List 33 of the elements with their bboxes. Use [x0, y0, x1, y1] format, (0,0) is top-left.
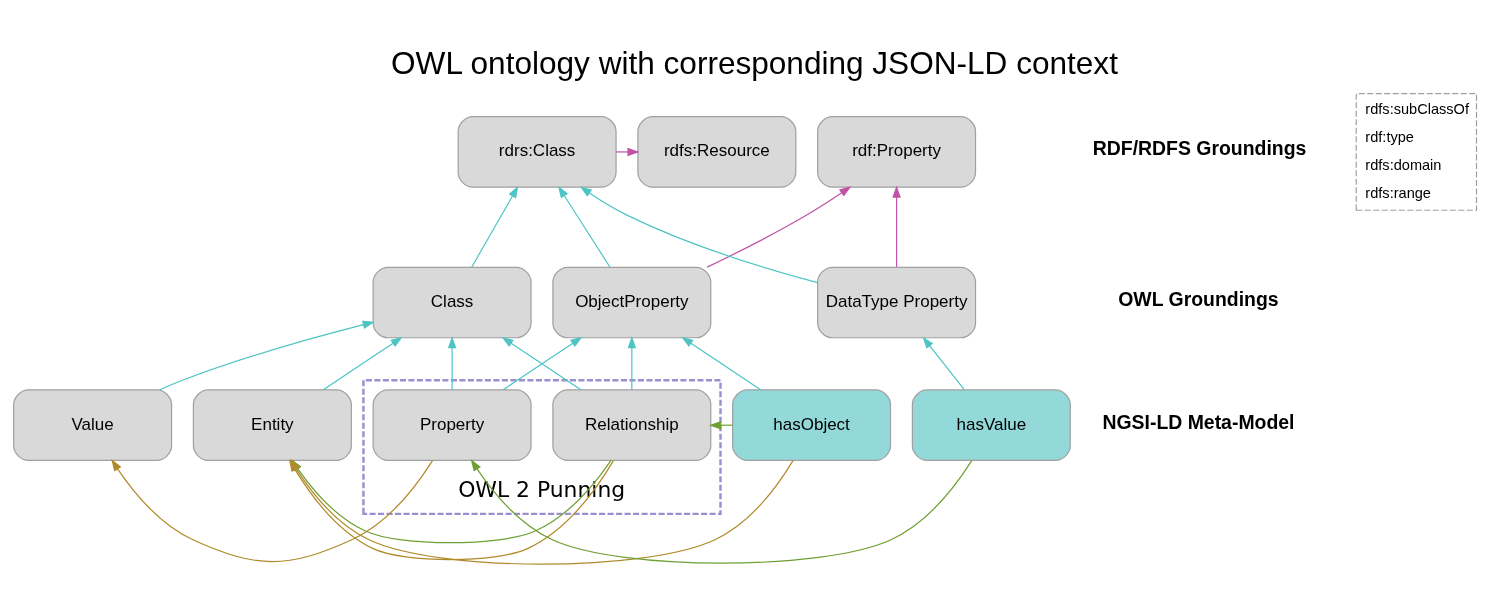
node-box: rdf:Property	[817, 115, 977, 188]
arrow	[557, 185, 611, 268]
label: NGSI-LD Meta-Model	[1102, 410, 1295, 433]
legend-label: rdfs:subClassOf	[1365, 100, 1469, 117]
arrow	[158, 320, 375, 391]
node-box: rdrs:Class	[457, 115, 617, 188]
arrow	[322, 336, 403, 390]
arrow	[627, 335, 637, 390]
diagram-title: OWL ontology with corresponding JSON-LD context	[391, 44, 1118, 81]
node-box: Property	[372, 388, 532, 461]
node-box: hasValue	[911, 388, 1071, 461]
arrow	[471, 185, 519, 268]
node-box: ObjectProperty	[552, 266, 712, 338]
arrow	[681, 336, 762, 390]
arrow	[706, 185, 852, 268]
legend-label: rdfs:range	[1365, 184, 1431, 201]
arrow	[892, 185, 901, 268]
arrow	[447, 335, 457, 390]
arrow	[470, 458, 973, 564]
legend-label: rdf:type	[1365, 128, 1414, 145]
label: OWL Groundings	[1118, 287, 1279, 310]
node-box: Value	[13, 388, 173, 461]
label: RDF/RDFS Groundings	[1092, 136, 1307, 159]
node-box: Relationship	[552, 388, 712, 461]
arrow	[579, 185, 819, 283]
node-box: rdfs:Resource	[637, 115, 797, 188]
arrow	[922, 336, 966, 390]
node-box: Class	[372, 266, 532, 338]
node-box: hasObject	[732, 388, 892, 461]
node-box: DataType Property	[817, 266, 977, 338]
legend-label: rdfs:domain	[1365, 156, 1442, 173]
node-box: Entity	[192, 388, 352, 461]
arrow	[615, 147, 640, 156]
